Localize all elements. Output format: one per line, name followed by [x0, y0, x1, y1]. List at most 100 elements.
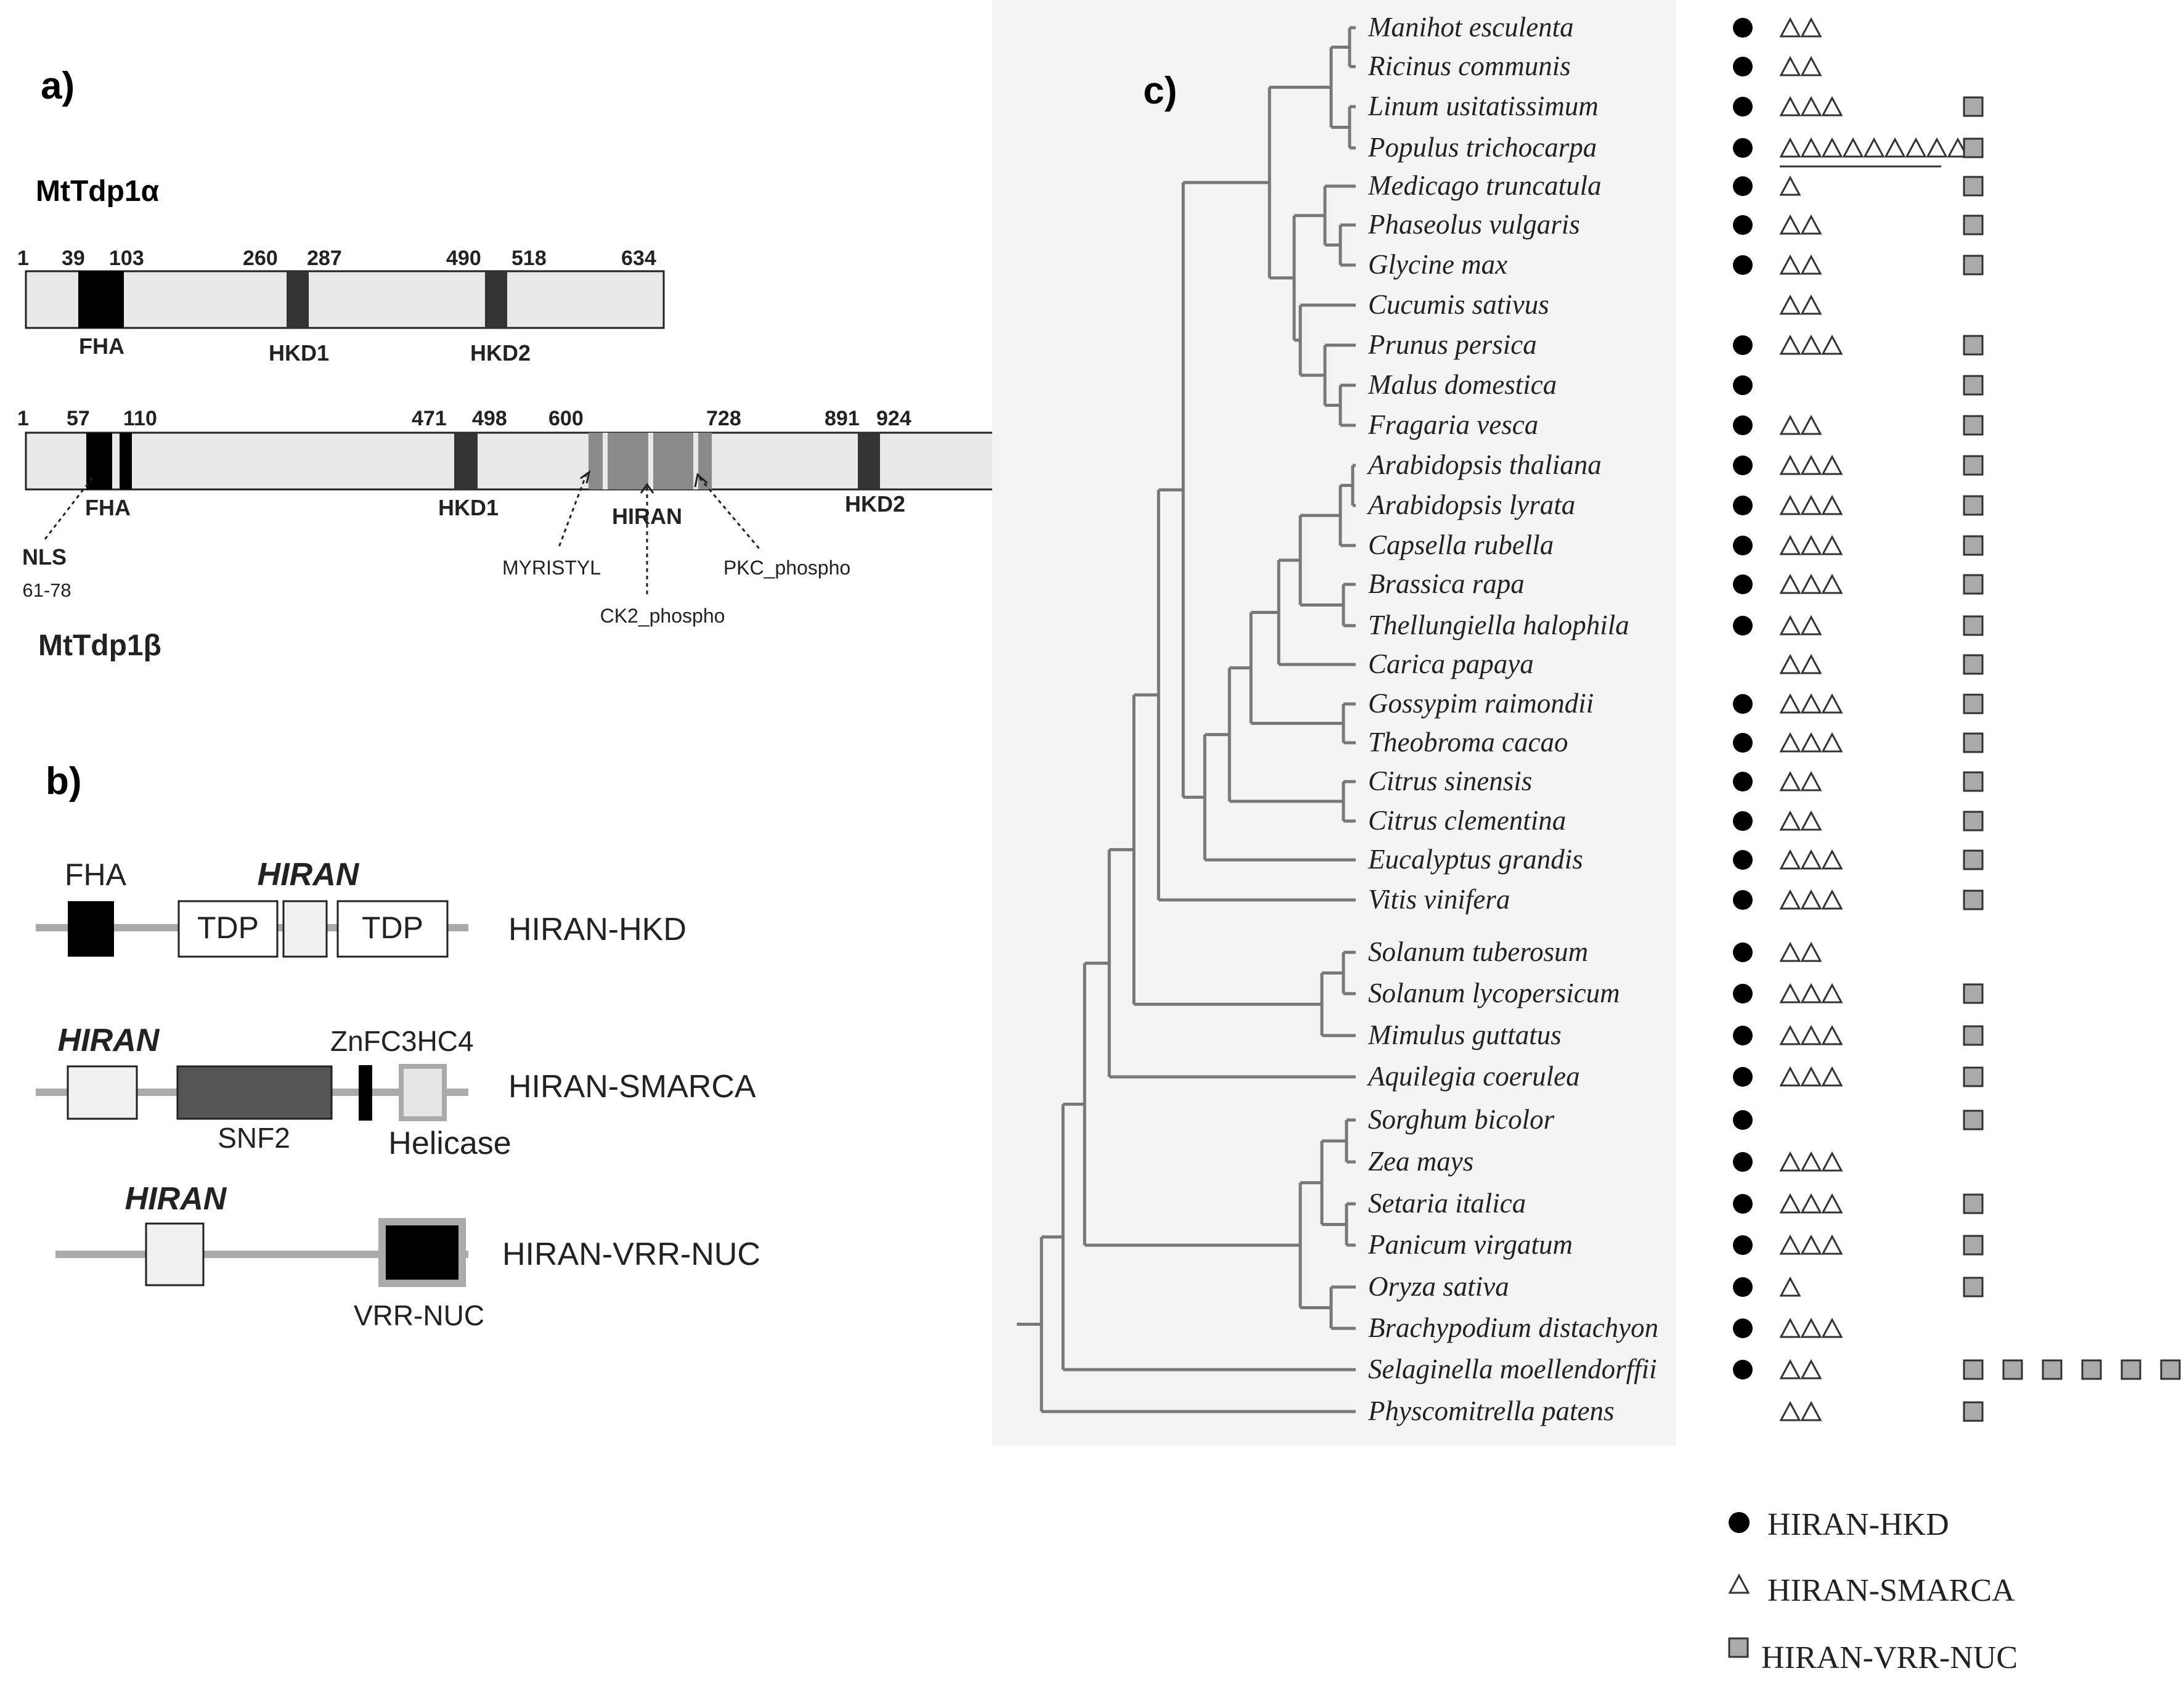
hkd-hiran-label: HIRAN [258, 857, 360, 893]
vrr-mark [1963, 255, 1984, 276]
vrr-mark [1963, 455, 1984, 476]
legend-hkd-marker [1729, 1512, 1750, 1533]
smarca-mark [1800, 1151, 1822, 1172]
species-label: Setaria italica [1368, 1188, 1526, 1219]
vrr-mark [1963, 176, 1984, 197]
smarca-mark [1800, 334, 1822, 355]
protein2-hiran-gap [693, 433, 698, 489]
vrr-mark [1963, 849, 1984, 870]
protein1-hkd1-domain [287, 271, 309, 328]
protein2-pos: 600 [548, 407, 584, 430]
species-label: Theobroma cacao [1368, 727, 1568, 758]
ck2-arrowhead [640, 483, 654, 494]
smarca-mark [1800, 494, 1822, 515]
myristyl-arrowhead [580, 470, 591, 484]
smarca-mark [1800, 96, 1822, 116]
hkd-mark [1733, 215, 1753, 235]
hkd-mark [1733, 616, 1753, 636]
smarca-mark [1779, 732, 1801, 753]
vrr-mark [1963, 1401, 1984, 1422]
hkd-mark [1733, 1318, 1753, 1338]
species-label: Vitis vinifera [1368, 884, 1510, 915]
smarca-mark [1779, 1276, 1801, 1297]
protein1-domain-label: HKD2 [470, 340, 531, 366]
smarca-mark [1800, 1234, 1822, 1255]
smarca-mark [1779, 983, 1801, 1003]
smarca-mark [1821, 1317, 1843, 1338]
smarca-mark [1779, 615, 1801, 636]
hkd-mark [1733, 1152, 1753, 1172]
smarca-mark [1800, 653, 1822, 674]
hkd-mark [1733, 574, 1753, 594]
smarca-mark [1800, 214, 1822, 235]
hkd-mark [1733, 811, 1753, 831]
smarca-mark [1779, 534, 1801, 555]
panel-c-label: c) [1143, 70, 1177, 112]
protein2-pos: 57 [67, 407, 90, 430]
smarca-mark [1779, 494, 1801, 515]
vrr-mark [1963, 415, 1984, 436]
smarca-mark [1779, 693, 1801, 714]
protein2-pos: 1 [17, 407, 29, 430]
vrr-nuc-box [378, 1218, 466, 1287]
smarca-mark [1800, 693, 1822, 714]
species-label: Capsella rubella [1368, 529, 1554, 560]
hkd-mark [1733, 375, 1753, 395]
species-label: Citrus clementina [1368, 805, 1566, 836]
smarca-mark [1821, 534, 1843, 555]
species-label: Citrus sinensis [1368, 766, 1532, 796]
smarca-mark [1800, 454, 1822, 475]
vrr-mark [1963, 654, 1984, 675]
species-label: Aquilegia coerulea [1366, 1061, 1580, 1092]
hkd-mark [1733, 942, 1753, 962]
smarca-mark [1779, 17, 1801, 38]
vrr-mark [1963, 535, 1984, 556]
smarca-mark [1779, 454, 1801, 475]
smarca-mark [1800, 1400, 1822, 1421]
smarca-mark [1800, 1066, 1822, 1087]
hkd-mark [1733, 694, 1753, 714]
panel-b: b) FHA HIRAN TDP TDP HIRAN-HKD HIRAN ZnF… [36, 760, 760, 1331]
pkc-arrowhead [694, 473, 708, 488]
protein1-pos: 518 [511, 247, 547, 270]
smarca-mark [1800, 615, 1822, 636]
vrr-mark [1963, 335, 1984, 356]
protein1-pos: 634 [621, 247, 656, 270]
species-label: Solanum lycopersicum [1368, 978, 1620, 1008]
vrr-mark [2121, 1359, 2141, 1380]
hkd-mark [1733, 984, 1753, 1003]
smarca-mark [1821, 96, 1843, 116]
hkd-mark [1733, 850, 1753, 870]
vrr-nuc-label: VRR-NUC [354, 1299, 484, 1331]
species-label: Linum usitatissimum [1367, 91, 1599, 121]
nls-range: 61-78 [22, 579, 71, 601]
smarca-mark [1821, 983, 1843, 1003]
smarca-mark [1779, 294, 1801, 315]
protein1-hkd2-domain [485, 271, 507, 328]
species-label: Populus trichocarpa [1367, 132, 1597, 163]
vrr-mark [1963, 1110, 1984, 1130]
protein1-fha-domain [78, 271, 124, 328]
smarca-mark [1779, 849, 1801, 870]
smarca-mark [1779, 1317, 1801, 1338]
protein2-fha-domain-a [86, 433, 112, 489]
panel-a-label: a) [41, 65, 75, 107]
species-label: Cucumis sativus [1368, 289, 1549, 320]
vrr-hiran-box [145, 1222, 205, 1286]
protein1-pos: 287 [307, 247, 342, 270]
vrr-mark [1963, 1066, 1984, 1087]
hkd-fha-label: FHA [65, 857, 127, 892]
species-label: Physcomitrella patens [1367, 1396, 1615, 1426]
hkd-mark [1733, 18, 1753, 38]
hkd-tdp-label-1: TDP [197, 910, 259, 945]
pkc-pointer [698, 477, 760, 549]
myristyl-label: MYRISTYL [502, 557, 601, 579]
species-label: Prunus persica [1367, 329, 1537, 360]
vrr-mark [2042, 1359, 2063, 1380]
smarca-mark [1779, 214, 1801, 235]
smarca-mark [1905, 137, 1927, 158]
smarca-mark [1821, 454, 1843, 475]
smarca-mark [1800, 17, 1822, 38]
